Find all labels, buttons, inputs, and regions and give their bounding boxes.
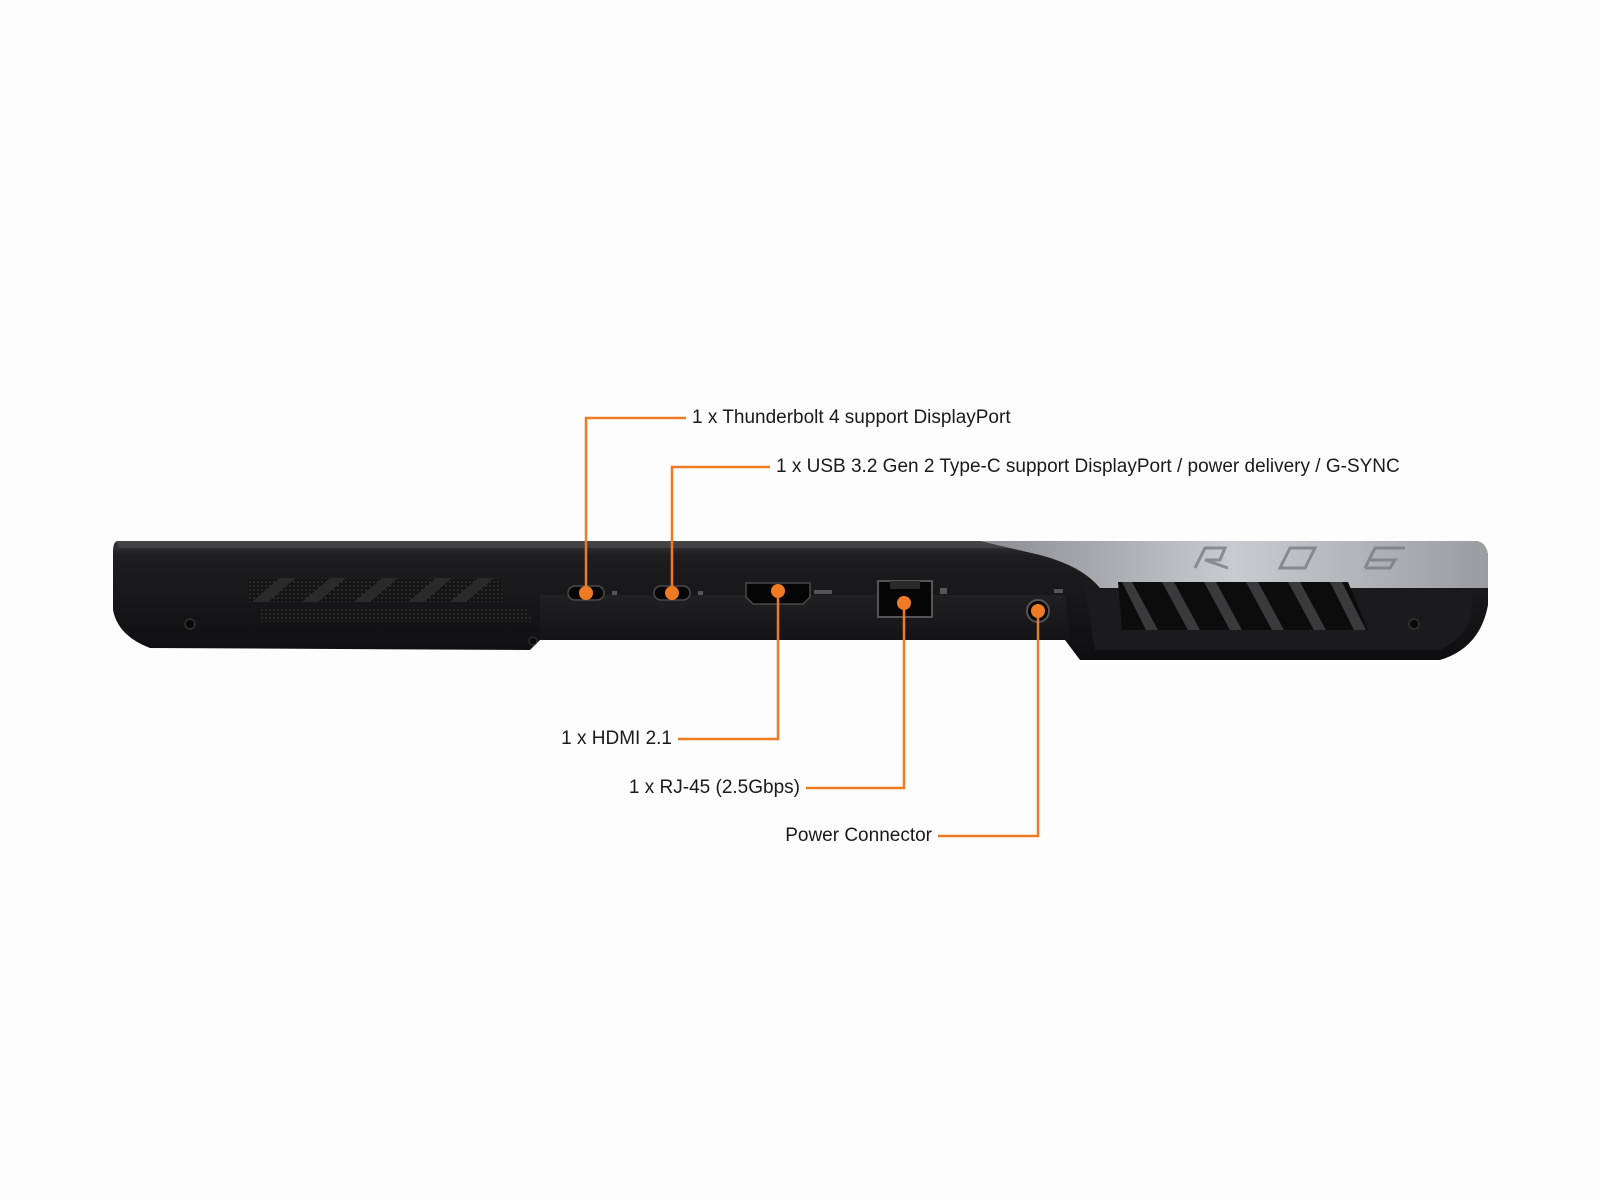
leader-line-usb-c [670, 465, 770, 593]
right-vent-grille [1118, 582, 1368, 630]
callout-label-thunderbolt: 1 x Thunderbolt 4 support DisplayPort [692, 407, 1011, 428]
screw-right [1408, 618, 1420, 630]
callout-label-rj45: 1 x RJ-45 (2.5Gbps) [628, 777, 800, 798]
leader-line-rj45 [806, 603, 906, 790]
callout-label-hdmi: 1 x HDMI 2.1 [561, 728, 672, 749]
leader-dot-thunderbolt [579, 586, 593, 600]
leader-line-hdmi [678, 591, 780, 741]
screw-left [184, 618, 196, 630]
leader-dot-rj45 [897, 596, 911, 610]
callout-label-power: Power Connector [785, 825, 932, 846]
left-vent-grille [248, 578, 532, 622]
callout-leaders [579, 416, 1045, 838]
leader-dot-power [1031, 604, 1045, 618]
lid-section [980, 541, 1488, 588]
leader-line-thunderbolt [584, 416, 686, 593]
leader-line-power [938, 611, 1040, 838]
screw-mid [528, 636, 538, 646]
leader-dot-usb-c [665, 586, 679, 600]
port-plate [540, 595, 1070, 640]
leader-dot-hdmi [771, 584, 785, 598]
lid-logo-marks [1193, 546, 1405, 570]
callout-label-usb-c: 1 x USB 3.2 Gen 2 Type-C support Display… [776, 456, 1400, 477]
